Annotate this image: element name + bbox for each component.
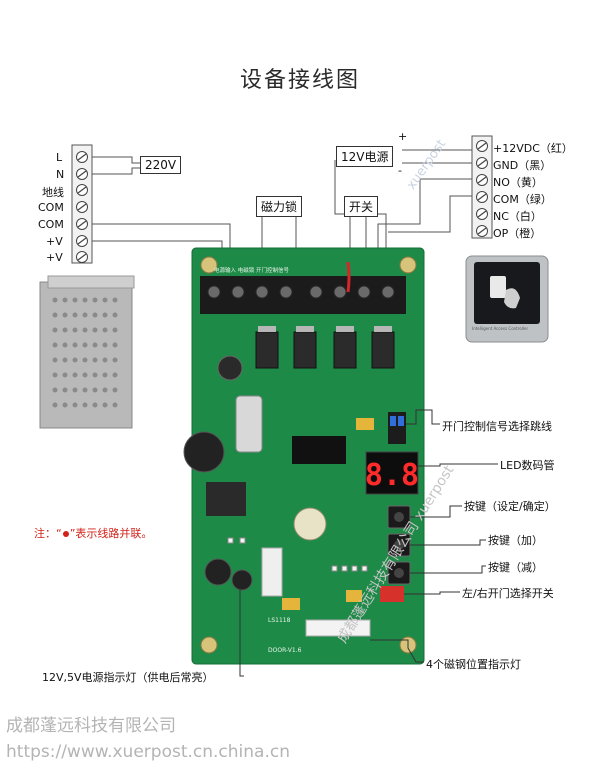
card-reader bbox=[465, 255, 549, 343]
callout-power-leds: 12V,5V电源指示灯（供电后常亮） bbox=[42, 671, 214, 684]
left-terminal-strip bbox=[71, 144, 93, 264]
parallel-dot-icon bbox=[62, 531, 69, 537]
box-220v: 220V bbox=[140, 156, 182, 174]
connector-icon bbox=[261, 547, 283, 597]
silkscreen-id: LS1118 bbox=[268, 617, 291, 624]
right-terminal-strip bbox=[471, 135, 493, 239]
mounting-hole-icon bbox=[399, 256, 417, 274]
parallel-note: 注：“ ”表示线路并联。 bbox=[34, 525, 152, 541]
box-switch: 开关 bbox=[344, 196, 379, 217]
capacitor-icon bbox=[204, 558, 232, 586]
callout-direction-switch: 左/右开门选择开关 bbox=[462, 587, 554, 600]
buzzer-icon bbox=[293, 507, 327, 541]
mosfet-icon bbox=[255, 331, 279, 369]
dip-switch-icon bbox=[380, 586, 404, 602]
right-terminal-label-2: GND（黑） bbox=[493, 159, 552, 172]
left-terminal-label-5: COM bbox=[38, 218, 64, 231]
led-display-icon bbox=[365, 451, 419, 495]
large-capacitor-icon bbox=[183, 431, 225, 473]
callout-minus-button: 按键（减） bbox=[488, 561, 543, 574]
watermark-company: 成都蓬远科技有限公司 bbox=[6, 716, 176, 736]
silkscreen-header: 电源输入 电磁锁 开门控制信号 bbox=[214, 266, 289, 274]
hand-icon bbox=[504, 288, 520, 309]
wires-220v bbox=[92, 156, 140, 175]
left-terminal-label-4: COM bbox=[38, 201, 64, 214]
watermark-url: https://www.xuerpost.cn.china.cn bbox=[6, 742, 290, 762]
mosfet-icon bbox=[293, 331, 317, 369]
left-terminal-label-2: N bbox=[56, 168, 65, 181]
right-terminal-label-5: NC（白） bbox=[493, 210, 542, 223]
parallel-note-prefix: 注：“ bbox=[34, 527, 62, 540]
parallel-note-suffix: ”表示线路并联。 bbox=[69, 527, 153, 540]
power-supply-top-edge bbox=[47, 275, 135, 289]
left-terminal-label-7: +V bbox=[46, 251, 63, 264]
left-terminal-label-6: +V bbox=[46, 235, 63, 248]
red-wire bbox=[346, 261, 351, 293]
callout-led-display: LED数码管 bbox=[500, 459, 555, 472]
minus-sign-label: - bbox=[398, 164, 402, 177]
page-title: 设备接线图 bbox=[239, 68, 360, 93]
callout-magnet-leds: 4个磁钢位置指示灯 bbox=[426, 658, 521, 671]
box-magnetic-lock: 磁力锁 bbox=[256, 196, 303, 217]
microcontroller-chip-icon bbox=[292, 436, 346, 464]
capacitor-icon bbox=[217, 355, 243, 381]
right-terminal-label-3: NO（黄） bbox=[493, 176, 543, 189]
right-terminal-label-1: +12VDC（红） bbox=[493, 142, 573, 155]
right-terminal-label-4: COM（绿） bbox=[493, 193, 552, 206]
mosfet-icon bbox=[333, 331, 357, 369]
bottom-connector-icon bbox=[305, 619, 371, 637]
mosfet-icon bbox=[371, 331, 395, 369]
card-icon bbox=[490, 276, 506, 298]
callout-set-button: 按键（设定/确定） bbox=[464, 500, 556, 513]
inductor-icon bbox=[235, 395, 263, 453]
crystal-icon bbox=[356, 418, 374, 430]
callout-leaders bbox=[239, 409, 498, 677]
reader-caption: Intelligent Access Controller bbox=[472, 326, 529, 331]
right-terminal-label-6: OP（橙） bbox=[493, 227, 542, 240]
callout-jumper: 开门控制信号选择跳线 bbox=[442, 420, 552, 433]
switching-power-supply bbox=[39, 275, 135, 429]
capacitor-icon bbox=[231, 569, 253, 591]
screw-terminal-block bbox=[200, 276, 406, 314]
mounting-hole-icon bbox=[200, 636, 218, 654]
plus-sign-label: + bbox=[398, 130, 408, 143]
mounting-hole-icon bbox=[200, 256, 218, 274]
left-terminal-label-1: L bbox=[56, 151, 63, 164]
wires-12v bbox=[334, 149, 472, 262]
control-board: 8.8 LS1118 DOOR-V1.6 电源输入 电磁锁 开门控制信号 bbox=[183, 247, 425, 665]
callout-plus-button: 按键（加） bbox=[488, 534, 543, 547]
led-display-digits: 8.8 bbox=[365, 458, 419, 493]
voltage-regulator-icon bbox=[206, 482, 246, 516]
silkscreen-model: DOOR-V1.6 bbox=[268, 647, 302, 654]
box-12v-supply: 12V电源 bbox=[336, 146, 394, 167]
left-terminal-label-3: 地线 bbox=[42, 186, 64, 199]
